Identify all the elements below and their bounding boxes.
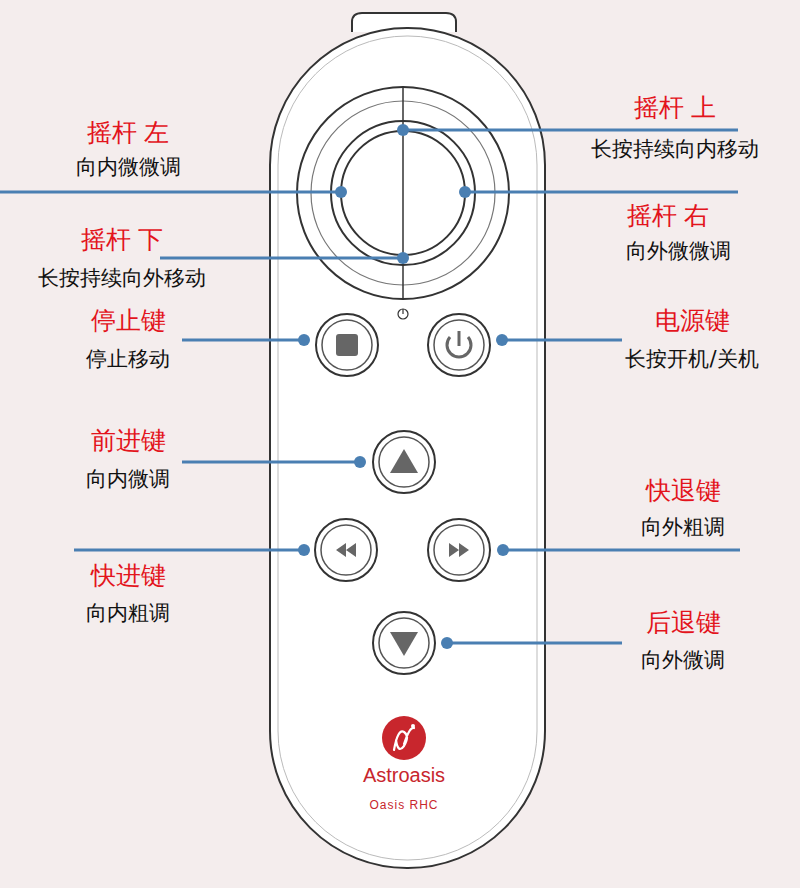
remote-body-inner-edge xyxy=(278,36,537,860)
part-name: 摇杆 下 xyxy=(81,226,164,254)
part-name: 前进键 xyxy=(91,427,166,455)
stop-button xyxy=(316,314,378,376)
function-note: 向内微微调 xyxy=(76,156,181,179)
forward-button xyxy=(373,431,435,493)
part-name: 停止键 xyxy=(91,307,166,335)
fast-forward-button xyxy=(428,519,490,581)
leader-line xyxy=(0,130,740,643)
function-note: 向内粗调 xyxy=(86,602,170,625)
joystick-seam xyxy=(402,87,404,299)
rewind-button xyxy=(315,519,377,581)
function-note: 长按开机/关机 xyxy=(625,348,758,371)
part-name: 摇杆 左 xyxy=(87,119,170,147)
brand-name: Astroasis xyxy=(363,764,445,786)
part-name: 后退键 xyxy=(646,609,721,637)
back-button xyxy=(373,612,435,674)
model-name: Oasis RHC xyxy=(369,799,438,812)
leader-dot xyxy=(298,124,509,649)
remote-body xyxy=(270,28,545,868)
function-note: 长按持续向外移动 xyxy=(38,267,206,290)
part-name: 摇杆 上 xyxy=(634,94,717,122)
indicator-symbol xyxy=(398,309,408,319)
function-note: 长按持续向内移动 xyxy=(591,138,759,161)
indicator-symbol xyxy=(402,309,403,314)
power-button xyxy=(428,314,490,376)
part-name: 快进键 xyxy=(91,562,166,590)
function-note: 向外微微调 xyxy=(626,240,731,263)
part-name: 快退键 xyxy=(646,477,721,505)
function-note: 向外粗调 xyxy=(641,516,725,539)
function-note: 向内微调 xyxy=(86,468,170,491)
function-note: 向外微调 xyxy=(641,649,725,672)
part-name: 电源键 xyxy=(655,307,730,335)
part-name: 摇杆 右 xyxy=(627,202,710,230)
function-note: 停止移动 xyxy=(86,348,170,371)
brand-logo xyxy=(382,716,426,760)
